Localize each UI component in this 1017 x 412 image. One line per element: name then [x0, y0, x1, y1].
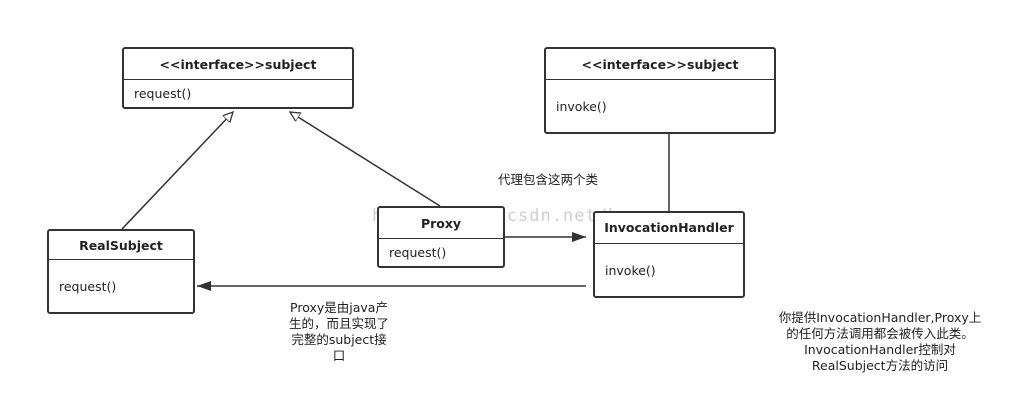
- note-line: 口: [332, 348, 346, 363]
- class-method: request(): [389, 245, 447, 260]
- note-line: 你提供InvocationHandler,Proxy上: [778, 310, 982, 325]
- class-header: <<interface>>subject: [546, 49, 774, 80]
- class-method: invoke(): [556, 98, 607, 114]
- class-invocationhandler: InvocationHandler invoke(): [593, 211, 745, 298]
- class-method: invoke(): [605, 262, 656, 278]
- note-line: 生的，而且实现了: [288, 316, 389, 331]
- note-line: 完整的subject接: [291, 332, 387, 347]
- class-header: Proxy: [379, 208, 503, 239]
- class-proxy: Proxy request(): [377, 206, 505, 268]
- class-method: request(): [134, 86, 192, 101]
- class-header: InvocationHandler: [595, 213, 743, 244]
- note-proxy-generated: Proxy是由java产 生的，而且实现了 完整的subject接 口: [272, 300, 406, 364]
- proxy-implements-line: [290, 112, 441, 207]
- note-line: RealSubject方法的访问: [811, 358, 949, 373]
- class-realsubject: RealSubject request(): [47, 229, 195, 314]
- note-line: Proxy是由java产: [290, 300, 388, 315]
- class-subject-left: <<interface>>subject request(): [122, 47, 354, 109]
- realsubject-implements-line: [121, 112, 233, 230]
- note-line: InvocationHandler控制对: [804, 342, 956, 357]
- note-proxy-contains: 代理包含这两个类: [497, 172, 598, 187]
- note-handler-description: 你提供InvocationHandler,Proxy上 的任何方法调用都会被传入…: [764, 310, 996, 374]
- class-subject-right: <<interface>>subject invoke(): [544, 47, 776, 134]
- note-line: 的任何方法调用都会被传入此类。: [786, 326, 974, 341]
- class-header: RealSubject: [49, 231, 193, 260]
- class-header: <<interface>>subject: [124, 49, 352, 80]
- class-method: request(): [59, 278, 117, 294]
